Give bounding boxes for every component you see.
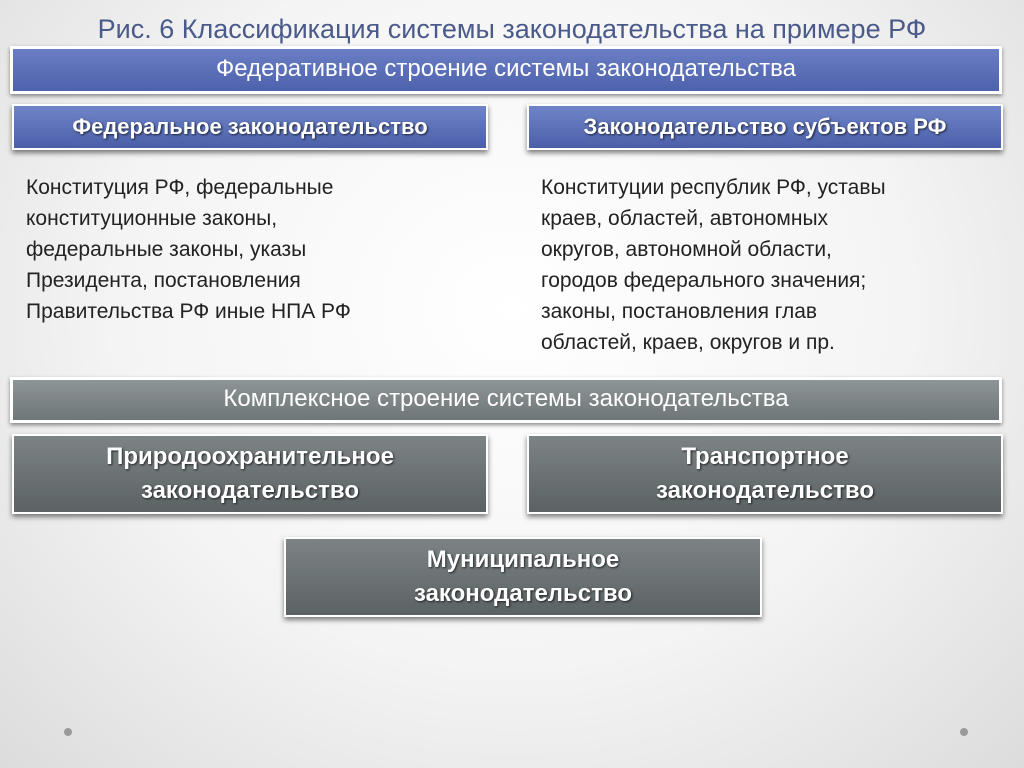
complex-structure-header: Комплексное строение системы законодател… (10, 377, 1002, 423)
regional-description-line: краев, областей, автономных (541, 207, 829, 230)
regional-description-line: городов федерального значения; (541, 269, 867, 292)
regional-legislation-box: Законодательство субъектов РФ (527, 104, 1003, 150)
regional-description-line: Конституции республик РФ, уставы (541, 176, 886, 199)
regional-description-line: округов, автономной области, (541, 238, 832, 261)
municipal-legislation-label: Муниципальное законодательство (413, 546, 633, 607)
federal-legislation-box: Федеральное законодательство (12, 104, 488, 150)
federal-description-line: Президента, постановления (26, 269, 301, 292)
environmental-legislation-label: Природоохранительное законодательство (106, 443, 394, 504)
environmental-legislation-box: Природоохранительное законодательство (12, 434, 488, 514)
federal-description-line: Конституция РФ, федеральные (26, 176, 334, 199)
regional-description-line: законы, постановления глав (541, 300, 818, 323)
slide-corner-dot (64, 728, 72, 736)
slide-corner-dot (960, 728, 968, 736)
municipal-legislation-box: Муниципальное законодательство (284, 537, 762, 617)
regional-legislation-label: Законодательство субъектов РФ (583, 114, 947, 139)
page-title: Рис. 6 Классификация системы законодател… (97, 14, 927, 44)
federal-description-line: конституционные законы, (26, 207, 278, 230)
federal-description-line: федеральные законы, указы (26, 238, 307, 261)
federal-structure-header: Федеративное строение системы законодате… (10, 46, 1002, 94)
transport-legislation-label: Транспортное законодательство (655, 443, 875, 504)
regional-legislation-description: Конституции республик РФ, уставы краев, … (541, 172, 886, 358)
federal-legislation-description: Конституция РФ, федеральные конституцион… (26, 172, 351, 327)
transport-legislation-box: Транспортное законодательство (527, 434, 1003, 514)
federal-description-line: Правительства РФ иные НПА РФ (26, 300, 351, 323)
federal-legislation-label: Федеральное законодательство (72, 114, 428, 139)
regional-description-line: областей, краев, округов и пр. (541, 331, 835, 354)
